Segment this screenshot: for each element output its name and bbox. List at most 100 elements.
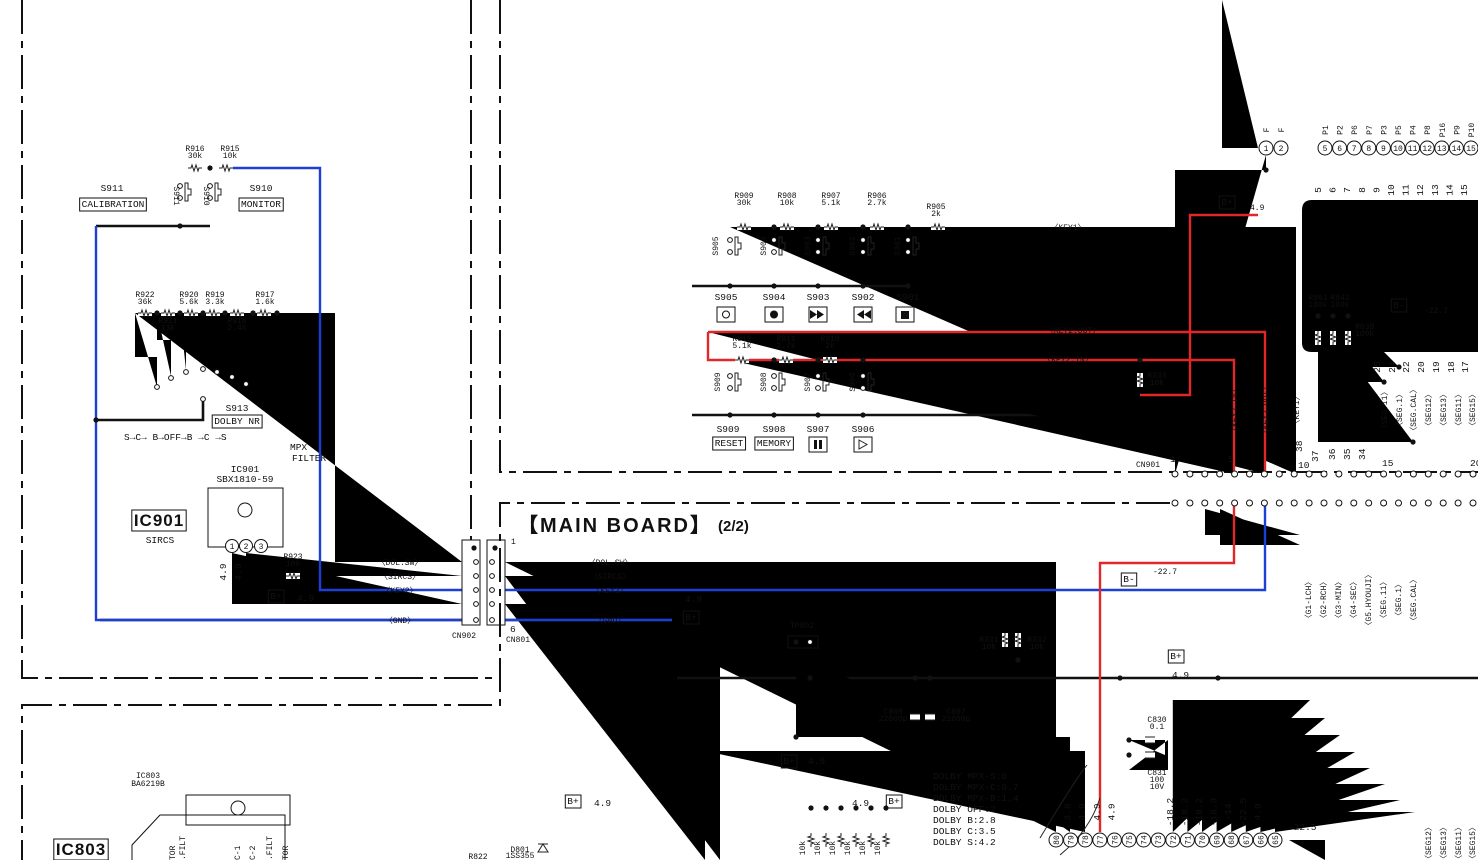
label-main-caps-1-value: 22000p xyxy=(942,715,971,724)
label-keys-top_resistors-2-value: 5.1k xyxy=(821,199,840,208)
label-keys-top_switches-1: S904 xyxy=(763,292,786,303)
label-remote-switches-0-ref: S911 xyxy=(101,183,124,194)
terminal xyxy=(727,237,733,243)
junction-dot xyxy=(815,283,821,289)
label-main-supply-plus: B+ xyxy=(1170,651,1182,662)
label-display-fl_names-0: F xyxy=(1263,127,1272,132)
fl-pin xyxy=(1375,140,1391,156)
junction-dot xyxy=(771,224,777,230)
label-main-supply-minus: B- xyxy=(1123,574,1134,585)
terminal xyxy=(1231,499,1239,507)
bracket-right: 〉 xyxy=(1092,326,1100,336)
bracket-right: 〉 xyxy=(1439,823,1449,831)
bracket-right: 〉 xyxy=(1409,575,1419,583)
ic-pin-number: 70 xyxy=(1199,835,1208,845)
terminal xyxy=(1454,470,1462,478)
label-remote-switches-0-ref: S911 xyxy=(171,186,180,205)
label-display-fl_pin_numbers-2: 7 xyxy=(1342,187,1353,193)
bracket-right: 〉 xyxy=(620,586,628,596)
cap-gap xyxy=(1145,752,1155,758)
signal-name: G1-LCH xyxy=(1305,585,1314,614)
signal-label: 〈GND〉 xyxy=(595,616,625,626)
signal-name: SEG11 xyxy=(1455,398,1464,422)
ic-pin-number: 75 xyxy=(1126,835,1135,845)
junction-dot xyxy=(1345,313,1351,319)
ic-pin-number: 72 xyxy=(1170,835,1179,845)
bracket-right: 〉 xyxy=(1454,390,1464,398)
resistor-icon xyxy=(1328,331,1338,345)
resistor-icon xyxy=(780,222,794,232)
terminal xyxy=(489,573,495,579)
label-remote-ic-ref: IC901 xyxy=(231,464,260,475)
label-display-key_signals-0: 〈KEY2.IN〉 xyxy=(1230,385,1240,435)
pause-icon xyxy=(808,436,828,453)
wire xyxy=(180,313,186,370)
label-main-supply-plus: B+ xyxy=(567,796,579,807)
terminal xyxy=(1409,470,1417,478)
ic-pin xyxy=(1194,832,1210,848)
ic901-body xyxy=(207,487,284,548)
label-remote-resistors-8-ref: R923 xyxy=(283,553,302,562)
bracket-left: 〈 xyxy=(1395,422,1405,430)
terminal xyxy=(815,385,821,391)
label-keys-r833-ref: R833 xyxy=(1147,372,1166,381)
bracket-left: 〈 xyxy=(1439,855,1449,860)
label-display-seg_signals-4: 〈SEG13〉 xyxy=(1439,390,1449,430)
label-main-caps-3-ref: C831 xyxy=(1147,769,1166,778)
resistor-icon xyxy=(779,355,793,365)
label-main-ic803-tag: IC803 xyxy=(56,840,106,859)
bracket-left: 〈 xyxy=(1439,422,1449,430)
signal-name: KEY2 xyxy=(390,587,409,596)
signal-name: G2-RCH xyxy=(1320,585,1329,614)
label-main-r831-ref: R831 xyxy=(979,636,998,645)
label-keys-bottom_names-1: MEMORY xyxy=(757,438,792,449)
ic-pin-voltage: -14 xyxy=(1223,803,1234,820)
label-main-caps-2-ref: C830 xyxy=(1147,716,1166,725)
label-keys-bottom_switches-1: S908 xyxy=(763,424,786,435)
resistor-icon xyxy=(1313,331,1323,345)
label-remote-resistors-1-value: 10k xyxy=(223,152,238,161)
bracket-right: 〉 xyxy=(414,558,422,568)
label-remote-filter: FILTER xyxy=(292,453,327,464)
label-keys-bottom_switches-3: S906 xyxy=(849,372,858,391)
bracket-left: 〈 xyxy=(1230,427,1240,435)
label-display-fl_names-5: P7 xyxy=(1366,125,1375,135)
label-main-supply-v_plus: 4.9 xyxy=(852,798,869,809)
label-display-resistors-0-ref: R861 xyxy=(1308,294,1327,303)
ic-pin xyxy=(1179,832,1195,848)
label-display-seg_signals-2: 〈SEG.CAL〉 xyxy=(1409,385,1419,435)
junction-dot xyxy=(1396,364,1402,370)
terminal xyxy=(1216,499,1224,507)
signal-name: GND xyxy=(393,617,408,626)
bracket-right: 〉 xyxy=(1424,390,1434,398)
label-remote-switches-1-name: MONITOR xyxy=(241,199,281,210)
ic-pin-number: 65 xyxy=(1272,835,1281,845)
label-display-resistors-1-value: 100k xyxy=(1330,301,1349,310)
label-keys-r833-value: 10k xyxy=(1150,379,1165,388)
ic-pin-voltage: -22.5 xyxy=(1238,797,1249,826)
bracket-left: 〈 xyxy=(1304,614,1314,622)
terminal xyxy=(1305,470,1313,478)
bracket-right: 〉 xyxy=(1334,578,1344,586)
bracket-left: 〈 xyxy=(1261,429,1271,437)
dolby-voltage-row: DOLBY OFF:2 xyxy=(933,804,996,815)
terminal xyxy=(1216,470,1224,478)
junction-dot xyxy=(905,283,911,289)
label-remote-resistors-5-ref: R917 xyxy=(255,291,274,300)
label-main-pin_last: 6 xyxy=(510,624,516,635)
ic-pin xyxy=(1092,832,1108,848)
label-box xyxy=(211,414,263,429)
board-boundary xyxy=(21,0,500,679)
terminal xyxy=(200,396,206,402)
terminal xyxy=(1380,470,1388,478)
terminal xyxy=(905,237,911,243)
label-remote-resistors-2-value: 36k xyxy=(138,298,153,307)
signal-name: KEY1 xyxy=(1293,400,1302,419)
junction-dot xyxy=(727,283,733,289)
junction-dot xyxy=(815,357,821,363)
junction-dot xyxy=(207,165,213,171)
bracket-left: 〈 xyxy=(1394,612,1404,620)
label-main-supply-v_plus: 4.9 xyxy=(1250,204,1265,213)
rew-glyph xyxy=(857,310,871,319)
label-remote-switches-2-name: DOLBY NR xyxy=(214,416,260,427)
